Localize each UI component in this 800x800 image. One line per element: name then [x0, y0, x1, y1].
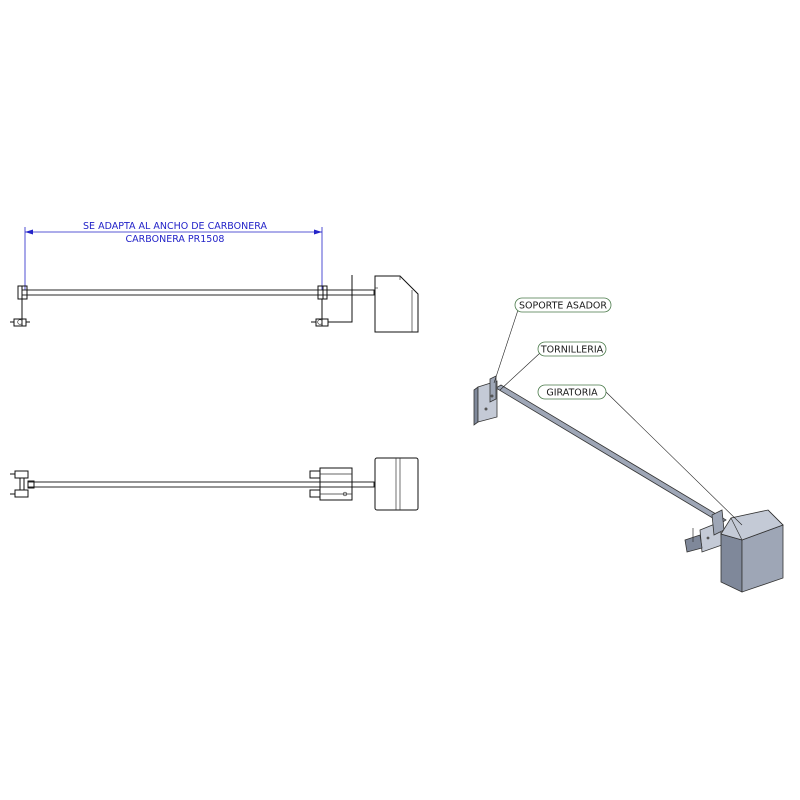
label-tornilleria: TORNILLERIA: [540, 345, 604, 356]
right-bracket: [311, 275, 353, 327]
dimension-text-model: CARBONERA PR1508: [126, 234, 225, 245]
motor-box-top: [374, 457, 419, 511]
right-support-plate: [684, 509, 725, 553]
isometric-view: SOPORTE ASADOR TORNILLERIA GIRATORIA: [473, 297, 784, 593]
left-bracket: [10, 285, 30, 327]
motor-box-front: [374, 275, 419, 333]
spit-rod-top: [27, 481, 375, 488]
left-support-plate: [473, 375, 498, 426]
dimension-text-width: SE ADAPTA AL ANCHO DE CARBONERA: [83, 221, 267, 232]
width-dimension: SE ADAPTA AL ANCHO DE CARBONERA CARBONER…: [24, 221, 323, 290]
right-clamp: [309, 467, 353, 501]
label-giratoria: GIRATORIA: [546, 388, 598, 399]
front-view: SE ADAPTA AL ANCHO DE CARBONERA CARBONER…: [10, 221, 419, 333]
callout-soporte: SOPORTE ASADOR: [493, 297, 612, 384]
callout-giratoria: GIRATORIA: [537, 384, 743, 526]
spit-rod: [21, 289, 375, 296]
top-view: [10, 457, 419, 511]
label-soporte-asador: SOPORTE ASADOR: [519, 301, 607, 312]
left-clamp: [10, 470, 35, 498]
spit-rod-iso: [495, 384, 727, 524]
motor-box-iso: [720, 509, 784, 593]
callout-tornilleria: TORNILLERIA: [499, 341, 607, 391]
